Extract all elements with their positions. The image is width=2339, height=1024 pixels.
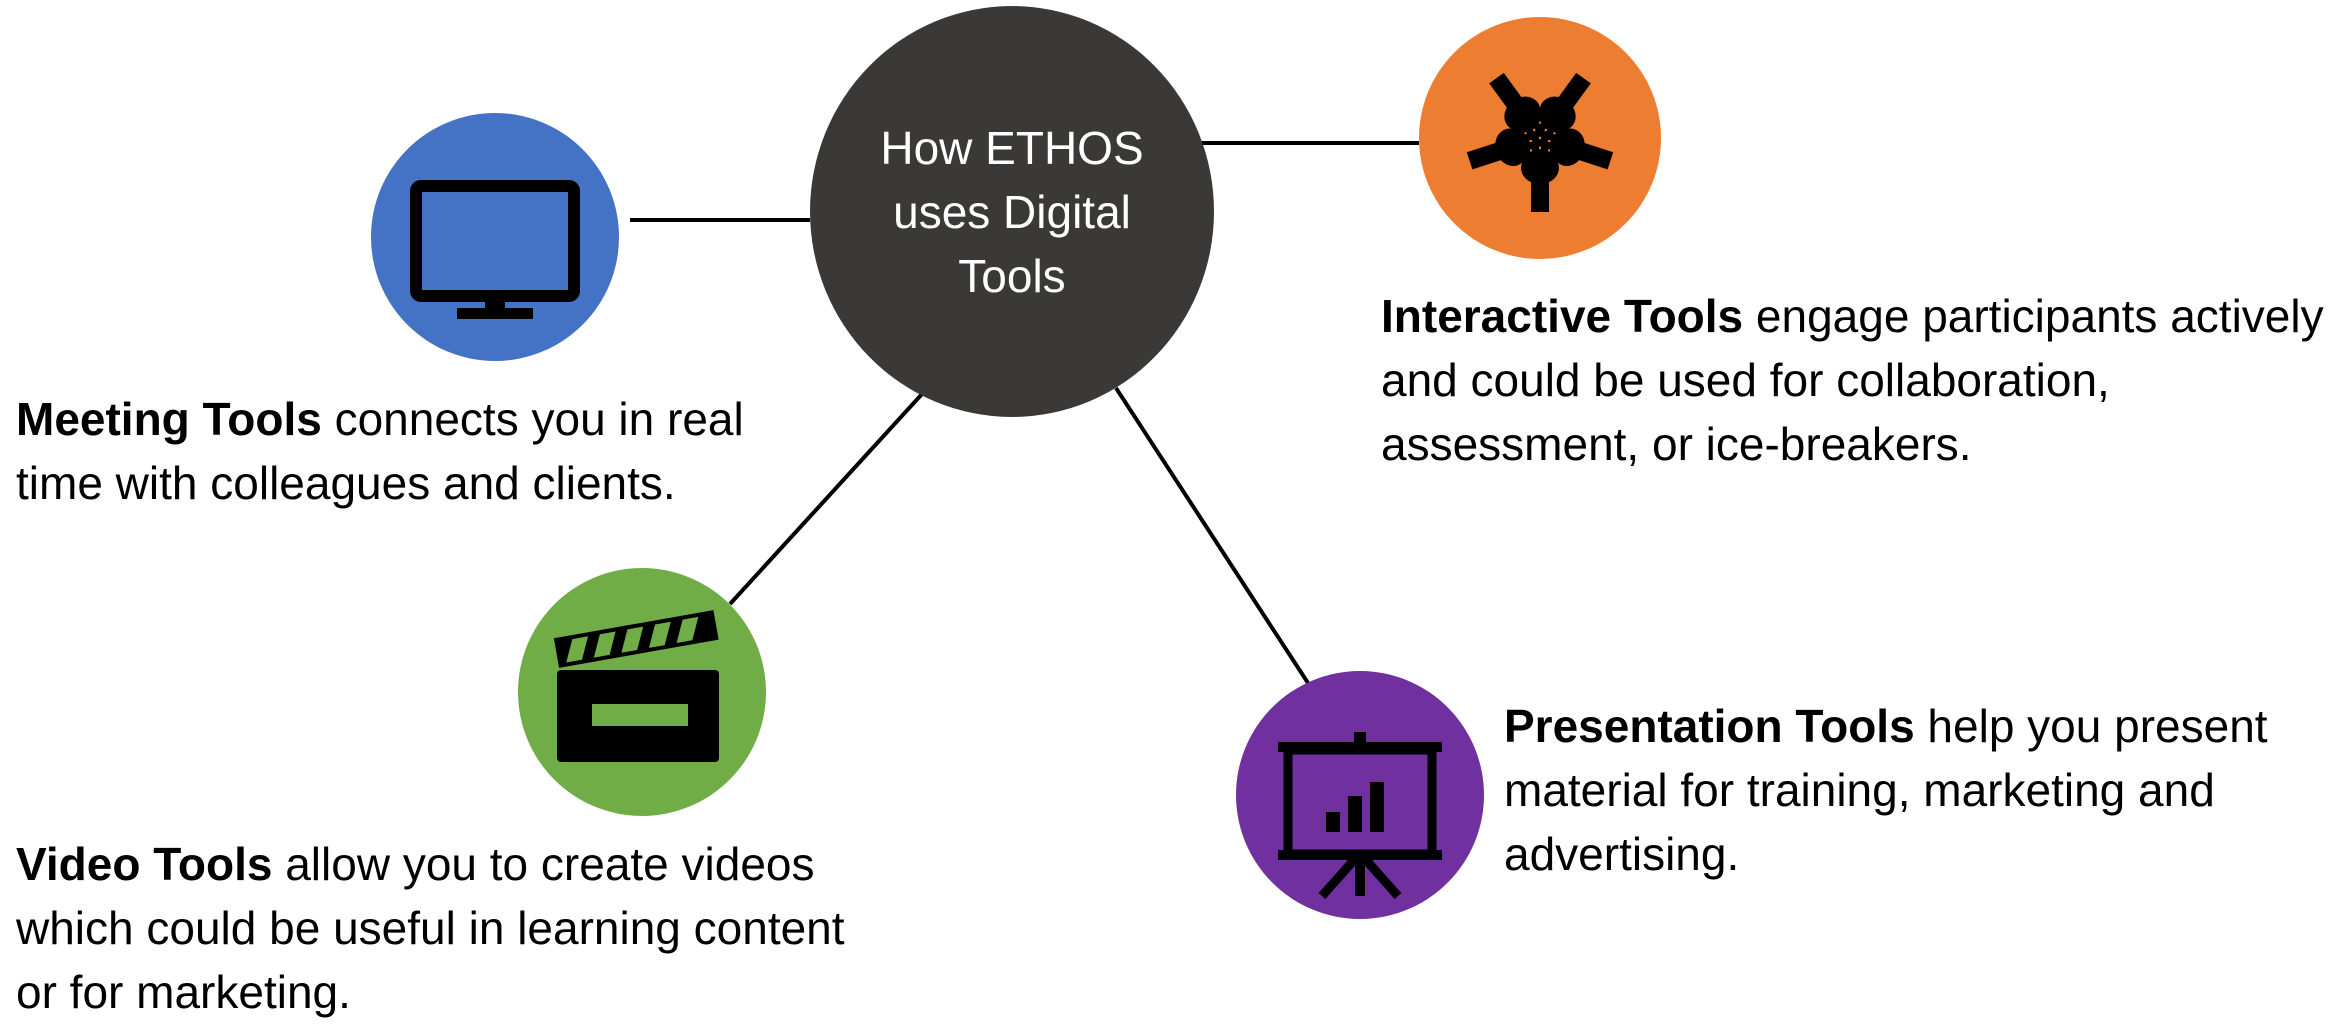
interactive-tools-label: Interactive Tools xyxy=(1381,290,1744,342)
connector-presentation xyxy=(1114,386,1310,685)
interactive-tools-description: Interactive Tools engage participants ac… xyxy=(1381,284,2339,476)
meeting-tools-node xyxy=(370,112,620,362)
presentation-tools-node xyxy=(1236,670,1484,921)
clapperboard-icon xyxy=(518,568,766,816)
video-tools-label: Video Tools xyxy=(16,838,273,890)
center-title: How ETHOS uses Digital Tools xyxy=(880,121,1144,302)
interactive-tools-text: engage participants actively and could b… xyxy=(1381,290,2324,470)
connector-video xyxy=(728,392,924,606)
video-tools-description: Video Tools allow you to create videos w… xyxy=(16,832,876,1024)
presentation-tools-label: Presentation Tools xyxy=(1504,700,1915,752)
presentation-board-icon xyxy=(1236,671,1484,919)
monitor-icon xyxy=(371,113,619,361)
interactive-tools-node xyxy=(1419,13,1661,263)
meeting-tools-text: connects you in real time with colleague… xyxy=(16,393,744,509)
video-tools-text: allow you to create videos which could b… xyxy=(16,838,845,1018)
hands-icon xyxy=(1419,17,1661,259)
presentation-tools-text: help you present material for training, … xyxy=(1504,700,2268,880)
meeting-tools-description: Meeting Tools connects you in real time … xyxy=(16,387,796,515)
meeting-tools-label: Meeting Tools xyxy=(16,393,322,445)
center-hub: How ETHOS uses Digital Tools xyxy=(810,6,1214,417)
video-tools-node xyxy=(517,566,767,818)
presentation-tools-description: Presentation Tools help you present mate… xyxy=(1504,694,2324,886)
